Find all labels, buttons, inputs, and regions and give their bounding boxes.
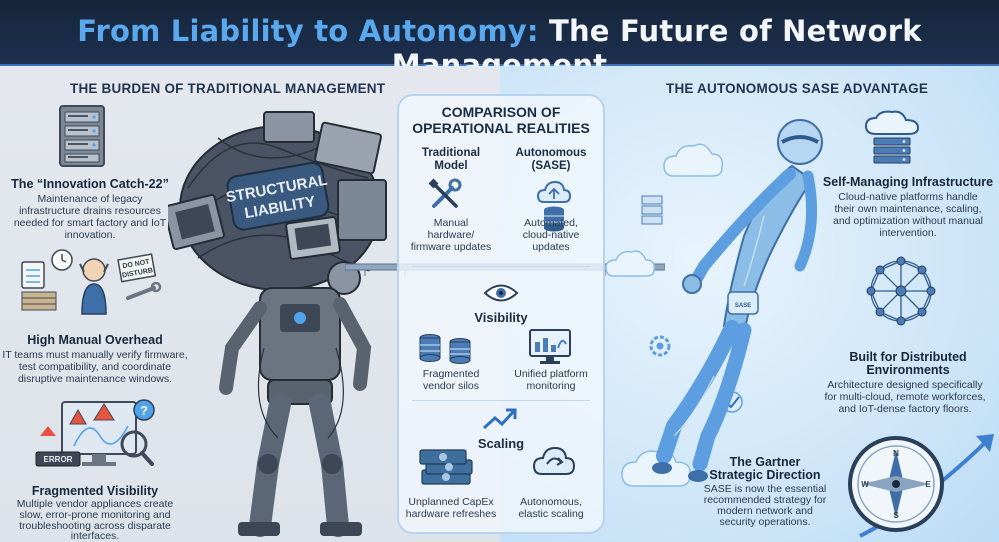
item-manual-overhead-desc-1: IT teams must manually verify firmware,: [2, 349, 188, 361]
growth-arrow-icon: [482, 406, 518, 437]
database-silos-icon: [416, 332, 476, 371]
compass-e: E: [925, 480, 931, 489]
item-manual-overhead-desc-2: test compatibility, and coordinate: [18, 361, 172, 373]
row1-right-text-2: cloud-native: [522, 229, 580, 241]
item-fragmented-visibility-desc-2: slow, error-prone monitoring and: [19, 509, 171, 521]
wrench-screwdriver-icon: [428, 178, 462, 217]
right-section-heading: THE AUTONOMOUS SASE ADVANTAGE: [666, 81, 929, 96]
row3-left-text-2: hardware refreshes: [405, 508, 497, 520]
item-innovation-catch-desc-4: innovation.: [64, 229, 116, 241]
server-rack-icon: [56, 104, 108, 173]
row1-right-text-1: Automated,: [524, 217, 578, 229]
item-gartner-title-2: Strategic Direction: [709, 468, 821, 482]
item-fragmented-visibility-title: Fragmented Visibility: [31, 484, 159, 498]
row2-left-text-1: Fragmented: [422, 368, 480, 380]
row1-left-text-3: firmware updates: [410, 241, 492, 253]
item-self-managing-desc-1: Cloud-native platforms handle: [838, 191, 978, 203]
row3-right-text-2: elastic scaling: [518, 508, 584, 520]
compass-w: W: [861, 480, 869, 489]
item-gartner-desc-1: SASE is now the essential: [703, 483, 827, 495]
row2-right-text-2: monitoring: [526, 380, 576, 392]
compass-n: N: [893, 449, 899, 458]
page-title: From Liability to Autonomy: The Future o…: [0, 14, 999, 82]
col-head-traditional: Traditional Model: [403, 147, 499, 173]
item-distributed-desc-3: and IoT-dense factory floors.: [838, 403, 972, 415]
eye-icon: [483, 282, 519, 309]
do-not-disturb-text-1: DO NOT: [122, 258, 151, 270]
item-manual-overhead-desc-3: disruptive maintenance windows.: [17, 373, 173, 385]
col-head-autonomous: Autonomous (SASE): [503, 147, 599, 173]
item-innovation-catch-desc-2: infrastructure drains resources: [19, 205, 161, 217]
monitor-dashboard-icon: [528, 328, 572, 371]
item-innovation-catch-desc-1: Maintenance of legacy: [37, 193, 143, 205]
warning-monitor-icon: ? ERROR: [34, 396, 162, 481]
title-part-1: From Liability to Autonomy:: [77, 14, 539, 48]
row1-left-text-1: Manual: [433, 217, 469, 229]
comparison-title: COMPARISON OF OPERATIONAL REALITIES: [397, 104, 605, 136]
col-head-autonomous-line-2: (SASE): [531, 160, 571, 172]
error-label: ERROR: [44, 455, 73, 464]
item-distributed-title-2: Environments: [866, 363, 950, 377]
item-innovation-catch-title: The “Innovation Catch-22”: [11, 177, 169, 191]
row1-left-text-2: hardware/: [427, 229, 475, 241]
item-self-managing-desc-2: their own maintenance, scaling,: [834, 203, 982, 215]
stressed-worker-icon: DO NOT DISTURB: [18, 248, 166, 321]
item-distributed-title-1: Built for Distributed: [849, 350, 967, 364]
compass-icon: N E S W: [840, 426, 998, 542]
cloud-servers-icon: [862, 110, 924, 169]
svg-text:?: ?: [140, 403, 148, 418]
item-gartner-title-1: The Gartner: [729, 455, 801, 469]
comparison-title-line-2: OPERATIONAL REALITIES: [412, 120, 590, 136]
row3-left-text-1: Unplanned CapEx: [408, 496, 494, 508]
row2-label: Visibility: [474, 310, 528, 325]
row2-right-text-1: Unified platform: [514, 368, 588, 380]
network-globe-icon: [866, 254, 936, 333]
svg-text:SASE: SASE: [735, 303, 751, 309]
col-head-traditional-line-1: Traditional: [421, 147, 481, 159]
comparison-title-line-1: COMPARISON OF: [441, 104, 561, 120]
item-manual-overhead-title: High Manual Overhead: [27, 333, 163, 347]
col-head-traditional-line-2: Model: [434, 160, 468, 172]
item-self-managing-desc-4: intervention.: [879, 227, 937, 239]
item-self-managing-title: Self-Managing Infrastructure: [822, 175, 994, 189]
row3-right-text-1: Autonomous,: [520, 496, 582, 508]
item-innovation-catch-desc-3: needed for smart factory and IoT: [13, 217, 167, 229]
cloud-database-icon: [536, 178, 572, 241]
header-banner: From Liability to Autonomy: The Future o…: [0, 0, 999, 82]
compass-s: S: [893, 511, 899, 520]
item-gartner-desc-2: recommended strategy for: [703, 494, 827, 506]
cash-stack-icon: [418, 448, 476, 493]
col-head-autonomous-line-1: Autonomous: [515, 147, 587, 159]
item-gartner-desc-3: modern network and: [717, 505, 813, 517]
item-distributed-desc-2: for multi-cloud, remote workforces,: [824, 391, 986, 403]
row-divider-1: [412, 266, 590, 267]
item-distributed-desc-1: Architecture designed specifically: [827, 379, 983, 391]
left-section-heading: THE BURDEN OF TRADITIONAL MANAGEMENT: [70, 81, 386, 96]
row2-left-text-2: vendor silos: [422, 380, 480, 392]
item-fragmented-visibility-desc-3: troubleshooting across disparate: [19, 520, 171, 532]
cloud-upload-icon: [532, 444, 576, 485]
flying-android-illustration: SASE: [604, 96, 834, 541]
row-divider-2: [412, 400, 590, 401]
row1-right-text-3: updates: [532, 241, 570, 253]
row3-label: Scaling: [477, 436, 525, 451]
item-fragmented-visibility-desc-1: Multiple vendor appliances create: [16, 498, 174, 510]
item-self-managing-desc-3: and optimization without manual: [832, 215, 983, 227]
burdened-robot-illustration: STRUCTURAL LIABILITY: [163, 108, 400, 542]
item-gartner-desc-4: security operations.: [719, 516, 811, 528]
item-fragmented-visibility-desc-4: interfaces.: [70, 530, 120, 542]
